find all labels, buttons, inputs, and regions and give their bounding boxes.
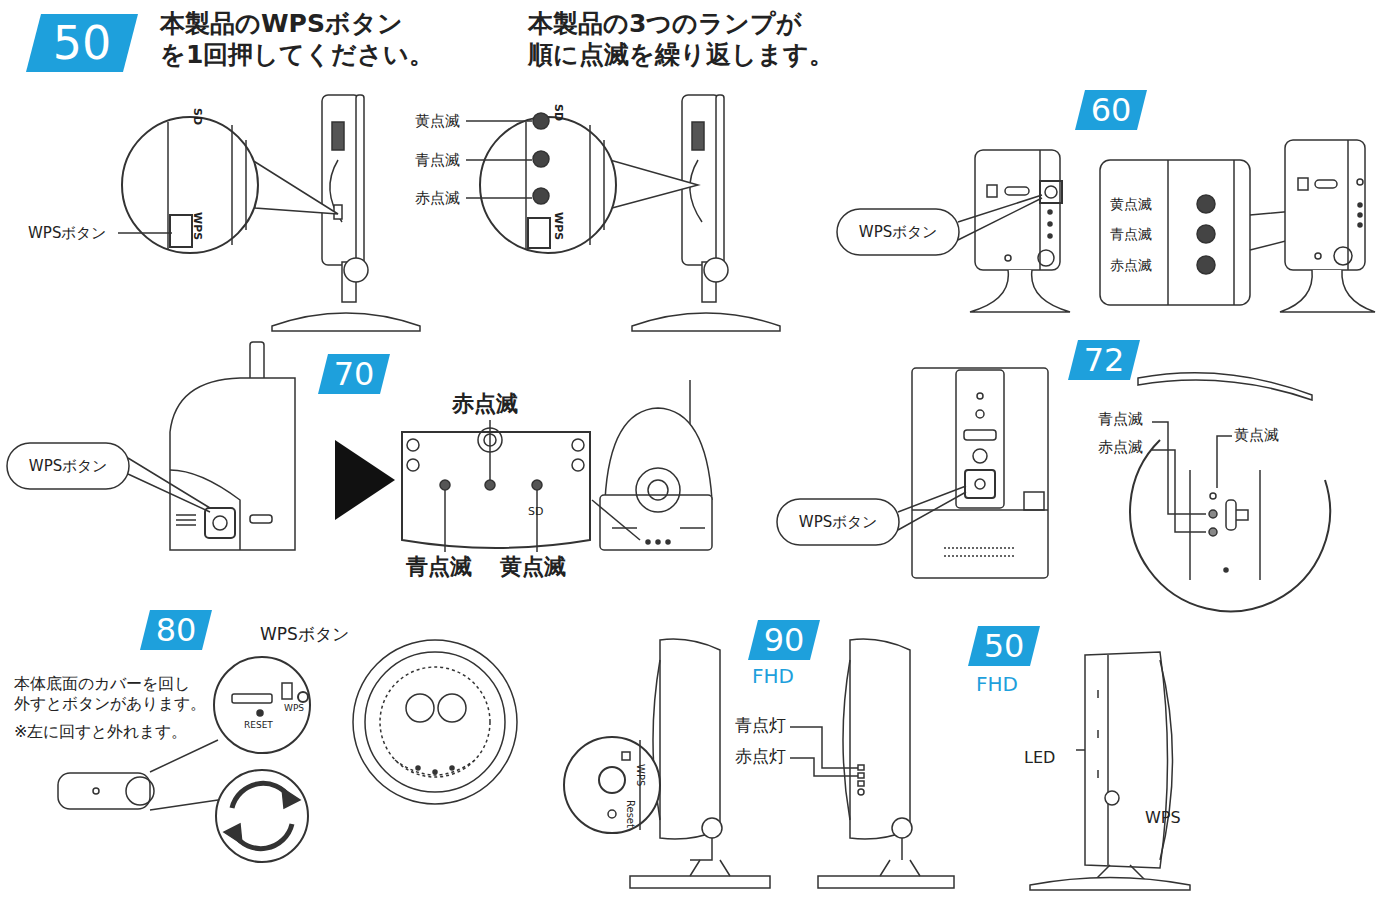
zoom-circle [564,737,660,833]
step-badge: 72 [1068,340,1140,380]
label-text: 本製品のWPSボタン を1回押してください。 [160,8,460,71]
label-text: LED [1024,748,1055,768]
step-number: 90 [764,624,805,656]
label-text: 青点滅 [406,553,472,581]
camera-side [632,95,780,331]
step-number: 50 [53,20,112,66]
label-text: 青点滅 [1098,410,1143,429]
label-text: 黄点滅 [1234,426,1279,445]
label-text: RESET [244,720,273,731]
label-text: SD [190,108,204,125]
label-text: 青点滅 [415,151,460,170]
label-text: 赤点滅 [452,390,518,418]
leader-line [790,727,858,776]
leader-line [958,195,1042,240]
arrow-symbol [335,440,395,520]
label-text: FHD [976,672,1018,697]
camera-front [912,368,1048,578]
zoom-circle [214,657,310,753]
label-text: 赤点滅 [1098,438,1143,457]
step-number: 70 [334,358,375,390]
label-text: 黄点滅 [500,553,566,581]
camera-side [272,95,420,331]
step-number: 72 [1084,344,1125,376]
step-badge: 70 [318,354,390,394]
label-text: WPS [551,212,565,240]
dome-camera-front [592,380,712,550]
label-text: ※左に回すと外れます。 [14,722,187,742]
label-text: 黄点滅 [415,112,460,131]
label-text: WPSボタン [260,624,349,645]
label-text: 赤点滅 [415,189,460,208]
base-cover [353,640,517,804]
step-number: 60 [1091,94,1132,126]
camera-side [818,639,954,888]
step-badge: 50 [26,14,138,72]
leader-line [898,486,966,530]
label-text: Reset [624,800,637,828]
zoom-pointer [252,160,338,214]
leader-line [128,458,210,512]
step-badge: 60 [1075,90,1147,130]
callout-text: WPSボタン [859,225,937,240]
label-text: WPS [284,703,304,714]
step-badge: 80 [140,610,212,650]
step-badge: 50 [968,626,1040,666]
label-text: 赤点滅 [1110,257,1152,275]
label-text: SD [551,104,565,121]
step-badge: 90 [748,620,820,660]
label-text: WPS [1145,808,1181,828]
camera-front [970,150,1070,312]
zoom-pointer [610,160,698,208]
callout-text: WPSボタン [29,459,107,474]
callout-bubble: WPSボタン [836,208,960,256]
camera-front [1280,140,1375,312]
zoom-circle [466,113,616,253]
label-text: 青点灯 [735,715,786,736]
label-text: 青点滅 [1110,226,1152,244]
dome-camera-side [170,342,295,550]
rotate-symbol [216,770,308,862]
label-text: 本製品の3つのランプが 順に点滅を繰り返します。 [528,8,868,71]
label-text: FHD [752,664,794,689]
camera-side [1030,652,1190,890]
label-text: WPS [634,764,647,786]
led-panel [402,420,590,552]
camera-bottom [58,740,218,810]
zoom-circle [118,117,258,253]
zoom-box [1100,160,1250,305]
label-text: 黄点滅 [1110,196,1152,214]
label-text: SD [528,505,543,519]
label-text: WPSボタン [28,224,106,243]
callout-text: WPSボタン [799,515,877,530]
label-text: 赤点灯 [735,746,786,767]
label-text: WPS [190,212,204,240]
callout-bubble: WPSボタン [6,442,130,490]
step-number: 80 [156,614,197,646]
label-text: 本体底面のカバーを回し 外すとボタンがあります。 [14,674,229,714]
zoom-circle [1130,373,1330,612]
callout-bubble: WPSボタン [776,498,900,546]
step-number: 50 [984,630,1025,662]
